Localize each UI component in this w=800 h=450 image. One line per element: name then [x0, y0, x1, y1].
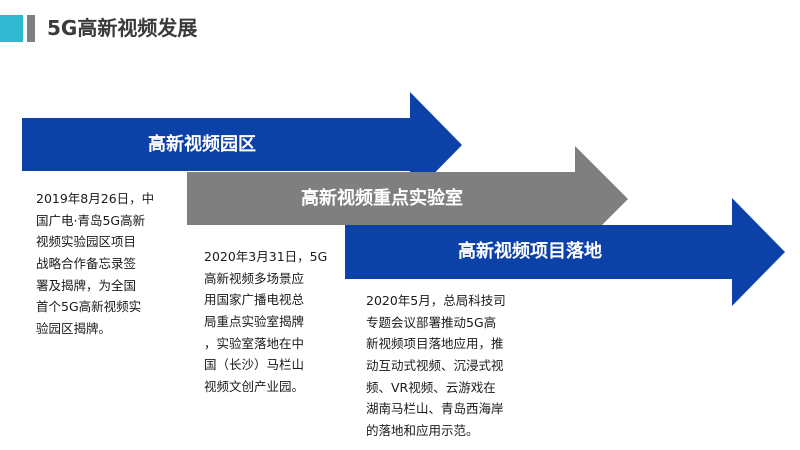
desc-line: 验园区揭牌。 — [36, 321, 112, 337]
arrow-stage-1 — [22, 92, 462, 198]
stage-2-description: 2020年3月31日，5G 高新视频多场景应 用国家广播电视总 局重点实验室揭牌… — [204, 246, 327, 398]
desc-line: 局重点实验室揭牌 — [204, 314, 305, 330]
desc-line: 用国家广播电视总 — [204, 292, 305, 308]
desc-line: 首个5G高新视频实 — [36, 299, 142, 315]
desc-line: ，实验室落地在中 — [204, 335, 305, 351]
desc-line: 动互动式视频、沉浸式视 — [366, 358, 504, 374]
page-title: 5G高新视频发展 — [47, 16, 198, 40]
desc-line: 2020年3月31日，5G — [204, 249, 328, 264]
stage-1-description: 2019年8月26日，中 国广电·青岛5G高新 视频实验园区项目 战略合作备忘录… — [36, 188, 154, 340]
desc-line: 频、VR视频、云游戏在 — [366, 379, 496, 395]
desc-line: 国（长沙）马栏山 — [204, 357, 305, 373]
stage-2-label: 高新视频重点实验室 — [301, 188, 463, 209]
title-accent-gray — [27, 15, 35, 42]
arrow-stage-2 — [187, 146, 628, 252]
desc-line: 2020年5月，总局科技司 — [366, 293, 506, 308]
desc-line: 署及揭牌，为全国 — [36, 277, 137, 293]
desc-line: 高新视频多场景应 — [204, 270, 305, 286]
desc-line: 新视频项目落地应用，推 — [366, 336, 504, 352]
stage-3-label: 高新视频项目落地 — [458, 241, 602, 262]
desc-line: 视频实验园区项目 — [36, 234, 137, 250]
stage-1-label: 高新视频园区 — [148, 134, 256, 155]
desc-line: 专题会议部署推动5G高 — [366, 314, 497, 330]
title-accent-teal — [0, 15, 23, 42]
desc-line: 战略合作备忘录签 — [36, 256, 137, 272]
desc-line: 2019年8月26日，中 — [36, 191, 155, 206]
desc-line: 国广电·青岛5G高新 — [36, 212, 146, 228]
desc-line: 视频文创产业园。 — [204, 379, 305, 395]
stage-3-description: 2020年5月，总局科技司 专题会议部署推动5G高 新视频项目落地应用，推 动互… — [366, 290, 506, 442]
desc-line: 湖南马栏山、青岛西海岸 — [366, 401, 504, 417]
arrow-stage-3 — [345, 198, 785, 306]
desc-line: 的落地和应用示范。 — [366, 423, 479, 439]
